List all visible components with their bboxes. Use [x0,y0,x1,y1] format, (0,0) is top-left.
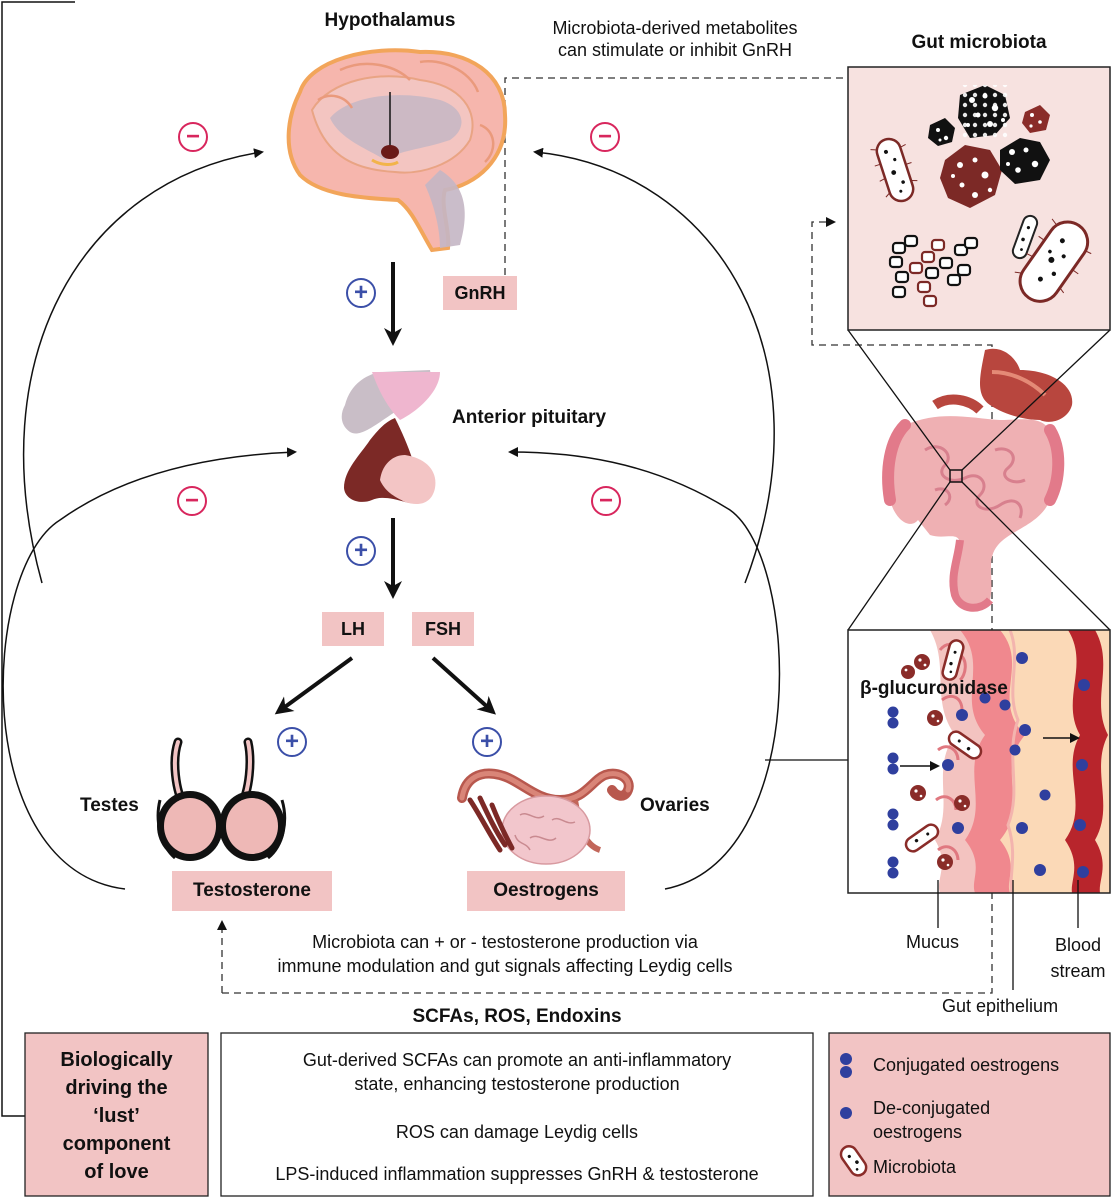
lust-text: Biologically driving the ‘lust’ componen… [25,1046,208,1186]
microbiota-testosterone-annotation: Microbiota can + or - testosterone produ… [235,930,775,978]
lust-line-2: driving the [65,1077,168,1099]
gnrh-label: GnRH [443,276,517,310]
arrow-lh-to-testes [274,656,354,715]
stream-label: stream [1050,961,1106,981]
testosterone-label: Testosterone [172,871,332,911]
dashed-line-gnrh-to-microbiota [504,77,848,275]
gut-microbiota-title: Gut microbiota [911,32,1047,53]
feedback-arc-outer-left [22,148,264,584]
legend-deconjugated-label: De-conjugated oestrogens [873,1096,990,1144]
scfa-text-line-2: state, enhancing testosterone production [354,1074,680,1094]
legend-box [828,1032,1111,1197]
dashed-line-microbiota-to-testosterone [222,217,993,994]
hypothalamus-label: Hypothalamus [324,10,456,31]
lps-text: LPS-induced inflammation suppresses GnRH… [275,1164,759,1184]
arrow-fsh-to-ovaries [431,656,496,715]
inhibit-sign-mid-right: − [591,486,621,516]
feedback-arc-outer-right [533,147,775,584]
legend-deconjugated-line-2: oestrogens [873,1122,963,1142]
blood-stream-label: Blood stream [1045,932,1111,984]
zoom-marker-box [949,469,963,483]
microbiota-panel [847,66,1111,331]
brain-illustration [286,48,508,253]
scfa-box [220,1032,814,1197]
blood-label: Blood [1054,935,1102,955]
anterior-pituitary-label: Anterior pituitary [452,407,607,428]
legend-deconjugated-line-1: De-conjugated [873,1098,991,1118]
legend-conjugated-icon [840,1053,852,1078]
legend-deconjugated-icon [840,1107,852,1119]
legend-microbiota-icon [839,1145,868,1177]
metabolites-annotation: Microbiota-derived metabolites can stimu… [515,17,835,61]
lust-line-5: of love [84,1161,149,1183]
feedback-arc-inner-left [2,447,297,890]
gut-epithelium-label: Gut epithelium [942,996,1059,1016]
ovaries-label: Ovaries [640,795,710,816]
ros-text: ROS can damage Leydig cells [395,1122,639,1142]
legend-conjugated-label: Conjugated oestrogens [873,1055,1060,1075]
scfa-title: SCFAs, ROS, Endoxins [412,1006,622,1027]
legend-microbiota-label: Microbiota [873,1157,957,1177]
feedback-arc-inner-right [508,447,781,890]
lh-label: LH [322,612,384,646]
left-frame-line [1,1,75,1117]
microbiota-annotation-line-1: Microbiota can + or - testosterone produ… [312,932,698,952]
stimulate-sign-pituitary: + [346,536,376,566]
zoom-line-top-right [961,329,1111,471]
scfa-text: Gut-derived SCFAs can promote an anti-in… [221,1048,813,1096]
intestine-illustration [882,348,1073,612]
fsh-label: FSH [412,612,474,646]
inhibit-sign-top-left: − [178,122,208,152]
stimulate-sign-ovaries: + [472,727,502,757]
stimulate-sign-testes: + [277,727,307,757]
lust-box [24,1032,209,1197]
microbiota-annotation-line-2: immune modulation and gut signals affect… [277,956,733,976]
mucus-label: Mucus [906,932,960,952]
pituitary-illustration [341,370,440,505]
gut-wall-panel [847,629,1111,894]
ovaries-illustration [457,768,634,865]
oestrogens-label: Oestrogens [467,871,625,911]
lust-line-1: Biologically [60,1049,173,1071]
inhibit-sign-top-right: − [590,122,620,152]
zoom-line-top-left [847,329,951,471]
beta-glucuronidase-label: β-glucuronidase [860,678,1008,699]
metabolites-line-2: can stimulate or inhibit GnRH [557,40,793,60]
inhibit-sign-mid-left: − [177,486,207,516]
stimulate-sign-gnrh: + [346,278,376,308]
zoom-line-bottom-right [961,481,1111,631]
lust-line-3: ‘lust’ [93,1105,140,1127]
scfa-text-line-1: Gut-derived SCFAs can promote an anti-in… [302,1050,732,1070]
testes-illustration [156,737,287,861]
lust-line-4: component [62,1133,171,1155]
zoom-line-bottom-left [847,481,951,631]
testes-label: Testes [80,795,139,816]
metabolites-line-1: Microbiota-derived metabolites [552,18,798,38]
